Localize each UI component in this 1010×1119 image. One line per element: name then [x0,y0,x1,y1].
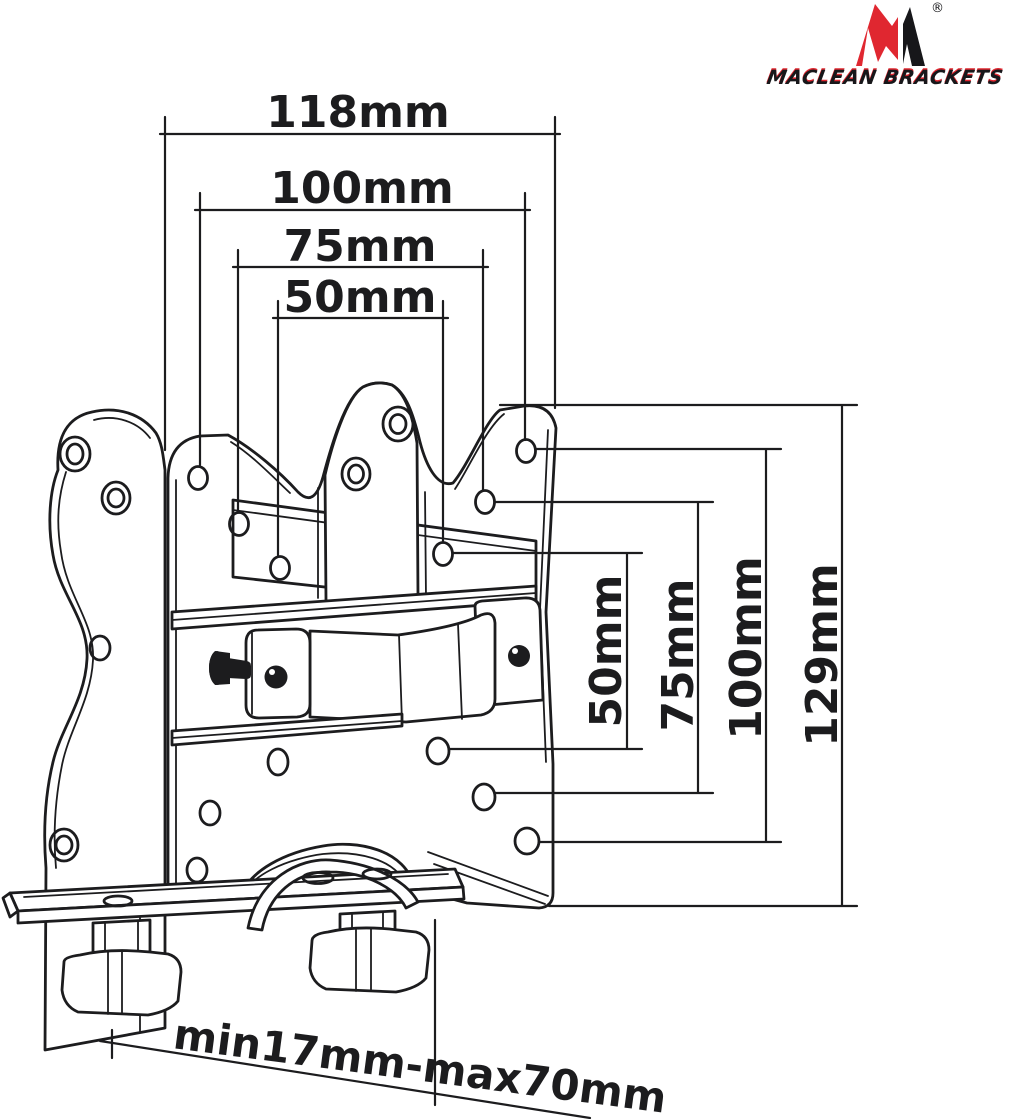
dim-label-50mm-right: 50mm [581,575,632,728]
dim-label-129mm: 129mm [797,563,848,747]
dim-right-100mm: 100mm [534,447,783,844]
dim-label-75mm-right: 75mm [653,579,704,732]
clamp-band [308,612,497,724]
logo-m-red [856,4,898,66]
dim-top-75mm: 75mm [231,221,490,513]
logo-m-black [903,7,925,66]
clamp-assembly [170,584,545,747]
dim-label-clamp-range: min17mm-max70mm [171,1009,670,1119]
dim-label-75mm-top: 75mm [284,221,437,272]
thumb-screw-left [60,918,183,1017]
dim-label-50mm-top: 50mm [284,272,437,323]
dim-right-50mm: 50mm [448,551,644,751]
dim-right-129mm: 129mm [498,403,859,908]
clamp-pin-highlight [512,648,518,654]
clamp-plate-hole [264,665,288,689]
dim-label-100mm-top: 100mm [270,163,454,214]
brand-text-shadow: MACLEAN BRACKETS [765,65,1005,88]
dim-label-100mm-right: 100mm [721,556,772,740]
brand-text: MACLEAN BRACKETS [765,66,1005,89]
dim-top-50mm: 50mm [271,272,450,557]
base-plate [1,867,466,925]
dim-top-118mm: 118mm [158,87,562,452]
thumb-screw-right [308,909,431,994]
arch-foot [246,858,420,932]
clamp-screw [209,651,251,685]
registered-mark: ® [931,1,944,16]
maclean-logo: ® MACLEAN BRACKETS MACLEAN BRACKETS [765,1,1005,89]
clamp-plate-hole-highlight [269,669,275,675]
centre-tongue [317,381,427,610]
dim-label-118mm: 118mm [266,87,450,138]
dim-top-100mm: 100mm [193,163,532,467]
clamp-pin [508,645,530,667]
dim-right-75mm: 75mm [493,500,715,795]
